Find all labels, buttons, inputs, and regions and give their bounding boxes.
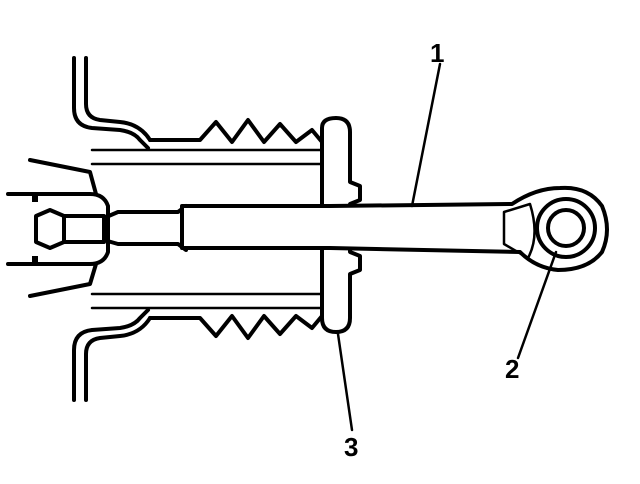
- inner-sleeve: [90, 148, 324, 310]
- ratchet-ring: [535, 197, 597, 259]
- hex-nut-end: [6, 158, 110, 298]
- extension-shaft: [102, 204, 188, 252]
- callout-label-3: 3: [344, 432, 358, 462]
- bellows-boot: [148, 118, 324, 340]
- wrench-handle: [180, 185, 609, 272]
- housing-outline: [72, 56, 152, 402]
- callout-leaders: [336, 62, 558, 432]
- wrench-neck: [502, 202, 536, 260]
- callout-label-2: 2: [505, 354, 519, 384]
- callout-label-1: 1: [430, 38, 444, 68]
